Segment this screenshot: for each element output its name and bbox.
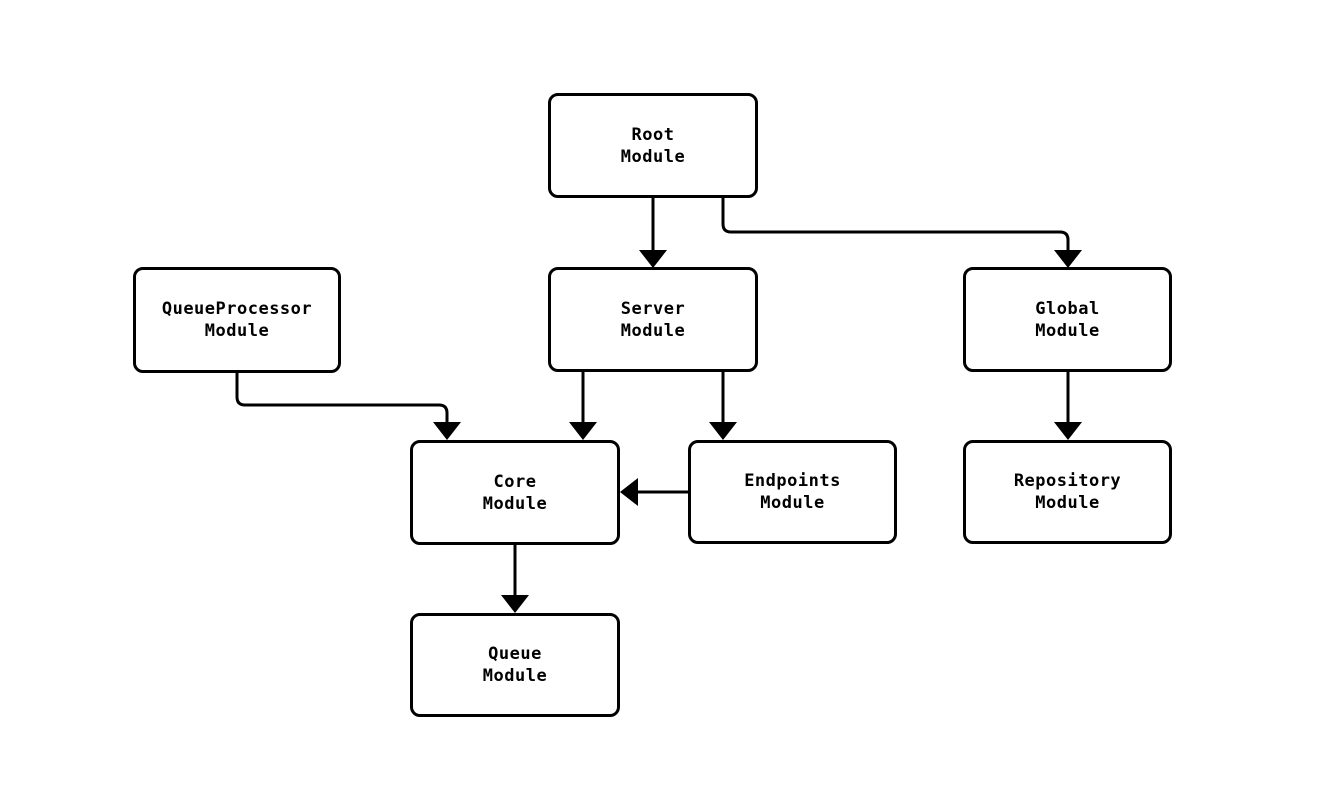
node-label-line1: Core: [493, 471, 537, 492]
arrowhead-down-icon: [709, 422, 737, 440]
node-label-line1: Global: [1035, 298, 1100, 319]
node-core-module: Core Module: [410, 440, 620, 545]
node-label-line1: Repository: [1013, 471, 1122, 491]
node-queue-module: Queue Module: [410, 613, 620, 717]
node-label-line2: Module: [760, 493, 825, 513]
edge-server-to-endpoints: [709, 372, 737, 440]
node-repository-module: Repository Module: [963, 440, 1172, 544]
arrowhead-down-icon: [1054, 422, 1082, 440]
arrowhead-down-icon: [501, 595, 529, 613]
node-label-line1: QueueProcessor: [161, 299, 313, 319]
node-label-line2: Module: [1035, 320, 1100, 341]
arrowhead-down-icon: [569, 422, 597, 440]
node-label-line1: Endpoints: [744, 471, 841, 491]
arrowhead-down-icon: [1054, 250, 1082, 268]
node-root-module: Root Module: [548, 93, 758, 198]
node-label-line2: Module: [482, 493, 548, 514]
node-label-line2: Module: [204, 321, 270, 341]
edge-global-to-repository: [1054, 372, 1082, 440]
node-server-module: Server Module: [548, 267, 758, 372]
node-label-line1: Server: [620, 298, 686, 319]
node-label-line2: Module: [482, 666, 548, 686]
node-label-line2: Module: [620, 146, 686, 167]
node-label-line2: Module: [620, 320, 686, 341]
node-global-module: Global Module: [963, 267, 1172, 372]
edge-endpoints-to-core: [620, 478, 688, 506]
arrowhead-down-icon: [639, 250, 667, 268]
edge-queueprocessor-to-core: [235, 373, 461, 440]
edge-server-to-core: [569, 372, 597, 440]
node-label-line2: Module: [1035, 493, 1100, 513]
arrowhead-left-icon: [620, 478, 638, 506]
node-label-line1: Root: [631, 124, 675, 145]
edge-root-to-server: [639, 198, 667, 268]
node-label-line1: Queue: [488, 644, 542, 664]
arrowhead-down-icon: [433, 422, 461, 440]
edge-core-to-queue: [501, 545, 529, 613]
edge-root-to-global: [721, 198, 1082, 268]
node-queueprocessor-module: QueueProcessor Module: [133, 267, 341, 373]
node-endpoints-module: Endpoints Module: [688, 440, 897, 544]
